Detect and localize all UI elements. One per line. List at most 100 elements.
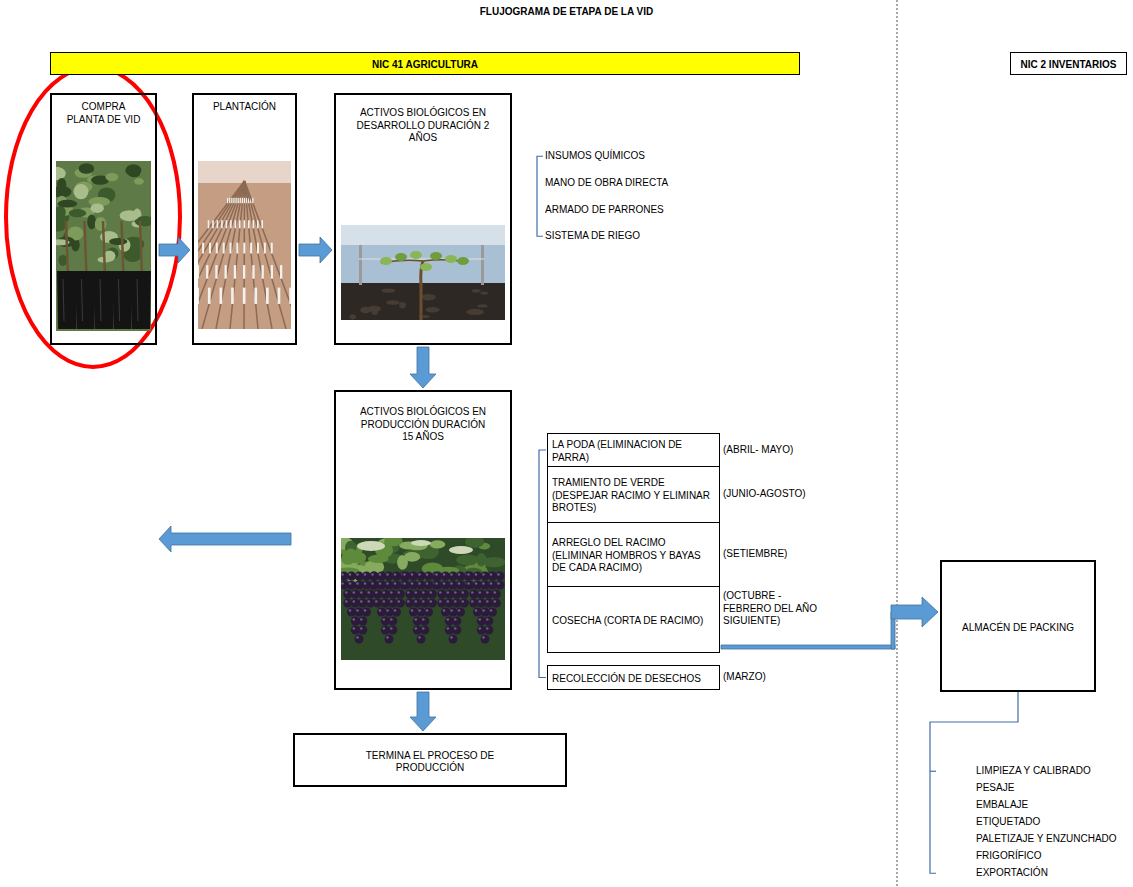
bracket-line	[930, 771, 936, 772]
post	[223, 243, 225, 254]
furrow	[245, 181, 259, 329]
grape-shine	[353, 618, 356, 621]
bracket-line	[537, 156, 543, 236]
grape-shine	[443, 582, 446, 585]
grape-shine	[486, 591, 489, 594]
grape-shine	[383, 618, 386, 621]
grape	[496, 572, 505, 581]
post	[217, 220, 219, 228]
soil-lump	[466, 309, 483, 315]
leaf	[341, 552, 355, 565]
post	[243, 288, 246, 304]
block-arrow	[410, 692, 436, 731]
post	[233, 198, 234, 203]
post	[208, 288, 211, 304]
stage-box: ACTIVOS BIOLÓGICOS EN PRODUCCIÓN DURACIÓ…	[334, 390, 512, 690]
arrow-shape	[299, 237, 332, 263]
grape-shine	[356, 573, 359, 576]
photo-illustration	[341, 225, 505, 320]
soil-lump	[425, 307, 439, 312]
block-arrow	[159, 237, 190, 263]
post	[235, 198, 236, 203]
leaf	[368, 555, 389, 563]
grape-shine	[415, 627, 418, 630]
light-patch	[449, 546, 473, 554]
post	[240, 198, 241, 203]
standard-band: NIC 41 AGRICULTURA	[50, 52, 800, 75]
grape	[484, 626, 493, 635]
grape-shine	[364, 609, 367, 612]
post	[248, 220, 250, 228]
annotation: FRIGORÍFICO	[976, 850, 1042, 863]
grape-shine	[450, 573, 453, 576]
annotation: LIMPIEZA Y CALIBRADO	[976, 765, 1091, 778]
light-patch	[357, 541, 385, 551]
stem	[85, 221, 87, 276]
photo-soil	[341, 283, 505, 320]
grape-shine	[447, 600, 450, 603]
grape-shine	[379, 573, 382, 576]
post	[271, 243, 273, 254]
pole	[359, 245, 362, 285]
leaf	[380, 257, 392, 265]
node-text: ACTIVOS BIOLÓGICOS EN DESARROLLO DURACIÓ…	[348, 107, 498, 145]
annotation: (SETIEMBRE)	[723, 548, 893, 561]
task-box: COSECHA (CORTA DE RACIMO)	[547, 586, 720, 653]
grape-shine	[349, 609, 352, 612]
leaf	[410, 251, 422, 259]
annotation: INSUMOS QUÍMICOS	[545, 150, 645, 163]
post	[271, 265, 273, 279]
furrow	[243, 181, 245, 329]
grape-shine	[443, 609, 446, 612]
grape	[358, 626, 367, 635]
soil-lump	[480, 292, 488, 295]
grape-shine	[479, 618, 482, 621]
furrow	[245, 181, 287, 329]
grape	[420, 617, 429, 626]
post	[212, 220, 214, 228]
leaf	[57, 178, 66, 192]
diagram-title: FLUJOGRAMA DE ETAPA DE LA VID	[0, 6, 1133, 19]
grape-shine	[341, 582, 344, 585]
grape-shine	[360, 600, 363, 603]
grape-shine	[450, 636, 453, 639]
grape-shine	[353, 591, 356, 594]
grape-shine	[394, 573, 397, 576]
grape-shine	[450, 609, 453, 612]
post	[262, 265, 264, 279]
photo-sky	[198, 161, 291, 183]
post	[231, 198, 232, 203]
node-text: ARREGLO DEL RACIMO (ELIMINAR HOMBROS Y B…	[552, 537, 715, 575]
photo-illustration	[198, 161, 291, 329]
pole	[481, 245, 484, 285]
grape-shine	[345, 600, 348, 603]
annotation: PESAJE	[976, 782, 1014, 795]
node-text: RECOLECCIÓN DE DESECHOS	[552, 673, 715, 686]
post	[198, 288, 199, 304]
grape-shine	[494, 600, 497, 603]
post	[229, 198, 230, 203]
photo-illustration	[341, 538, 505, 660]
task-box: LA PODA (ELIMINACION DE PARRA)	[547, 433, 720, 467]
bag-fold	[137, 279, 138, 321]
plant-bag	[131, 271, 151, 329]
end-box: TERMINA EL PROCESO DE PRODUCCIÓN	[293, 733, 567, 787]
task-box: TRAMIENTO DE VERDE (DESPEJAR RACIMO Y EL…	[547, 466, 720, 523]
node-text: LA PODA (ELIMINACION DE PARRA)	[552, 439, 715, 464]
grape-shine	[349, 573, 352, 576]
annotation: EXPORTACIÓN	[976, 867, 1048, 880]
node-text: COSECHA (CORTA DE RACIMO)	[552, 615, 715, 628]
process-box: PLANTACIÓN	[192, 93, 297, 345]
grape-shine	[418, 609, 421, 612]
grape-shine	[368, 600, 371, 603]
grape-shine	[403, 582, 406, 585]
node-text: ALMACÉN DE PACKING	[962, 622, 1074, 635]
post	[216, 243, 218, 254]
stem	[140, 221, 142, 276]
post	[202, 243, 204, 254]
grape-shine	[415, 618, 418, 621]
task-box: ARREGLO DEL RACIMO (ELIMINAR HOMBROS Y B…	[547, 522, 720, 587]
post	[254, 288, 257, 304]
furrow	[198, 181, 245, 329]
